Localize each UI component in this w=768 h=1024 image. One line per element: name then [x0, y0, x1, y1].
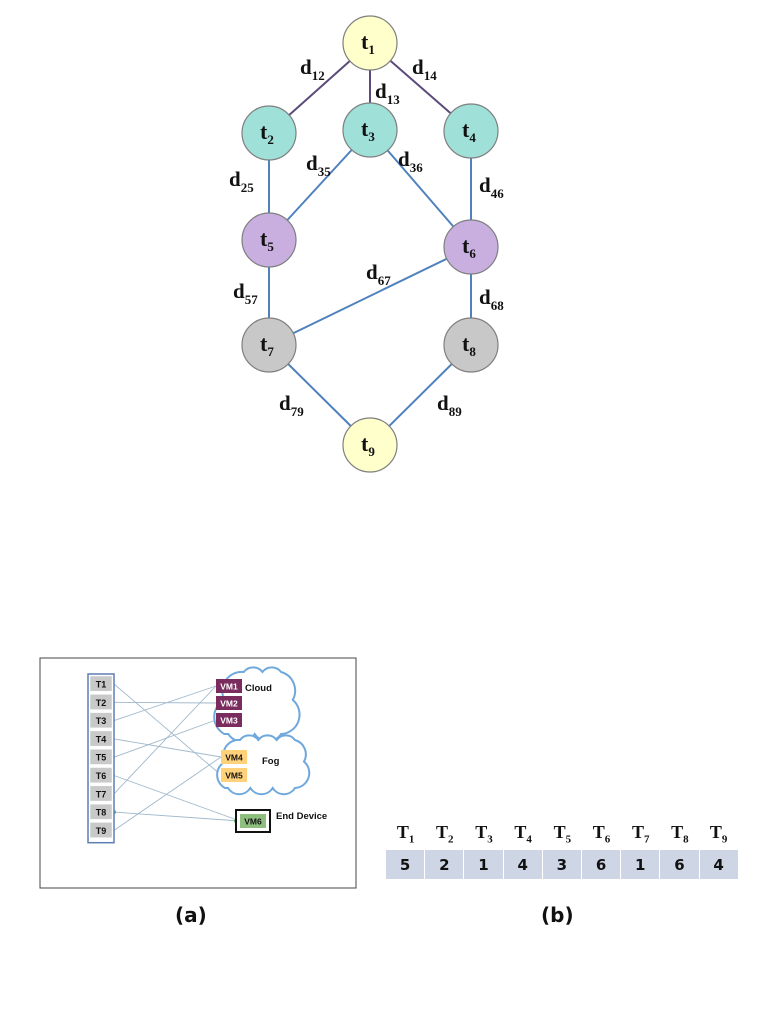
node-t7: t7 [241, 317, 297, 373]
sequence-header-2: T2 [436, 822, 454, 846]
label-a: (a) [175, 903, 207, 927]
map-line-T1-VM5 [113, 683, 222, 776]
sequence-value-2: 2 [425, 850, 465, 879]
map-line-T3-VM1 [113, 685, 217, 722]
task-cell-T1: T1 [89, 675, 113, 692]
map-line-T8-VM6 [113, 811, 241, 822]
node-t9: t9 [342, 417, 398, 473]
node-t3: t3 [342, 102, 398, 158]
sequence-value-1: 5 [386, 850, 426, 879]
map-line-T6-VM6 [113, 775, 241, 822]
sequence-value-7: 1 [621, 850, 661, 879]
label-b: (b) [541, 903, 574, 927]
edge-label-25: d25 [229, 167, 254, 195]
sequence-header-row: T1 T2 T3 T4 T5 T6 T7 T8 T9 [386, 818, 738, 850]
sequence-value-6: 6 [581, 850, 622, 879]
edge-label-36: d36 [398, 147, 423, 175]
svg-text:T6: T6 [96, 771, 107, 781]
edge-label-13: d13 [375, 79, 400, 107]
task-cell-T3: T3 [89, 712, 113, 729]
svg-text:VM4: VM4 [225, 753, 243, 763]
task-cell-T2: T2 [89, 694, 113, 710]
task-cell-T5: T5 [89, 748, 113, 765]
sequence-header-1: T1 [396, 822, 415, 846]
svg-text:T7: T7 [96, 789, 107, 799]
vm-vm6: VM6 [240, 814, 266, 828]
edge-label-57: d57 [233, 279, 258, 307]
map-line-T5-VM3 [113, 719, 217, 758]
sequence-header-3: T3 [475, 822, 493, 846]
vm-vm3: VM3 [216, 713, 242, 727]
edge-t6-t7 [268, 246, 472, 346]
svg-text:T9: T9 [96, 826, 107, 836]
edge-label-67: d67 [366, 260, 391, 288]
edge-label-46: d46 [479, 173, 504, 201]
end-device-label: End Device [276, 811, 327, 822]
workflow-nodes: t1 t2 t3 t4 t5 t6 t7 t8 t9 [241, 15, 499, 473]
edge-label-12: d12 [300, 55, 325, 83]
sequence-header-9: T9 [709, 822, 728, 846]
sequence-header-8: T8 [671, 822, 689, 846]
node-t5: t5 [241, 212, 297, 268]
edge-label-68: d68 [479, 285, 504, 313]
edge-label-79: d79 [279, 391, 304, 419]
sequence-header-5: T5 [553, 822, 572, 846]
svg-text:VM1: VM1 [220, 682, 238, 692]
map-line-T4-VM4 [113, 738, 222, 758]
mapping-lines [112, 683, 241, 831]
node-t2: t2 [241, 105, 297, 161]
task-cell-T9: T9 [89, 822, 113, 838]
sequence-header-6: T6 [592, 822, 611, 846]
task-cell-T7: T7 [89, 785, 113, 802]
svg-text:T8: T8 [96, 808, 107, 818]
svg-text:VM6: VM6 [244, 817, 262, 827]
sequence-value-3: 1 [464, 850, 504, 879]
edge-label-35: d35 [306, 151, 331, 179]
svg-text:T3: T3 [96, 716, 107, 726]
svg-text:T5: T5 [96, 753, 107, 763]
task-cell-T4: T4 [89, 730, 113, 747]
svg-text:VM3: VM3 [220, 716, 238, 726]
node-t6: t6 [443, 219, 499, 275]
svg-text:VM2: VM2 [220, 699, 238, 709]
map-line-T2-VM2 [113, 701, 217, 704]
vm-vm2: VM2 [216, 696, 242, 710]
sequence-value-4: 4 [503, 850, 543, 879]
svg-text:VM5: VM5 [225, 771, 243, 781]
sequence-header-7: T7 [631, 822, 650, 846]
svg-text:T2: T2 [96, 698, 107, 708]
vm-vm4: VM4 [221, 750, 247, 764]
node-t1: t1 [342, 15, 398, 71]
svg-text:T1: T1 [96, 680, 107, 690]
sequence-value-8: 6 [660, 850, 700, 879]
sequence-value-5: 3 [542, 850, 582, 879]
cloud-label: Cloud [245, 683, 272, 694]
node-t8: t8 [443, 317, 499, 373]
edge-label-14: d14 [412, 55, 437, 83]
map-line-T9-VM4 [113, 756, 222, 831]
edge-label-89: d89 [437, 391, 462, 419]
task-cell-T8: T8 [89, 803, 113, 820]
vm-vm5: VM5 [221, 768, 247, 782]
map-line-T7-VM1 [113, 685, 217, 795]
sequence-value-9: 4 [699, 850, 738, 879]
svg-text:T4: T4 [96, 734, 107, 744]
task-cell-T6: T6 [89, 767, 113, 784]
vm-vm1: VM1 [216, 679, 242, 693]
node-t4: t4 [443, 103, 499, 159]
sequence-header-4: T4 [514, 822, 532, 846]
fog-label: Fog [262, 756, 280, 767]
